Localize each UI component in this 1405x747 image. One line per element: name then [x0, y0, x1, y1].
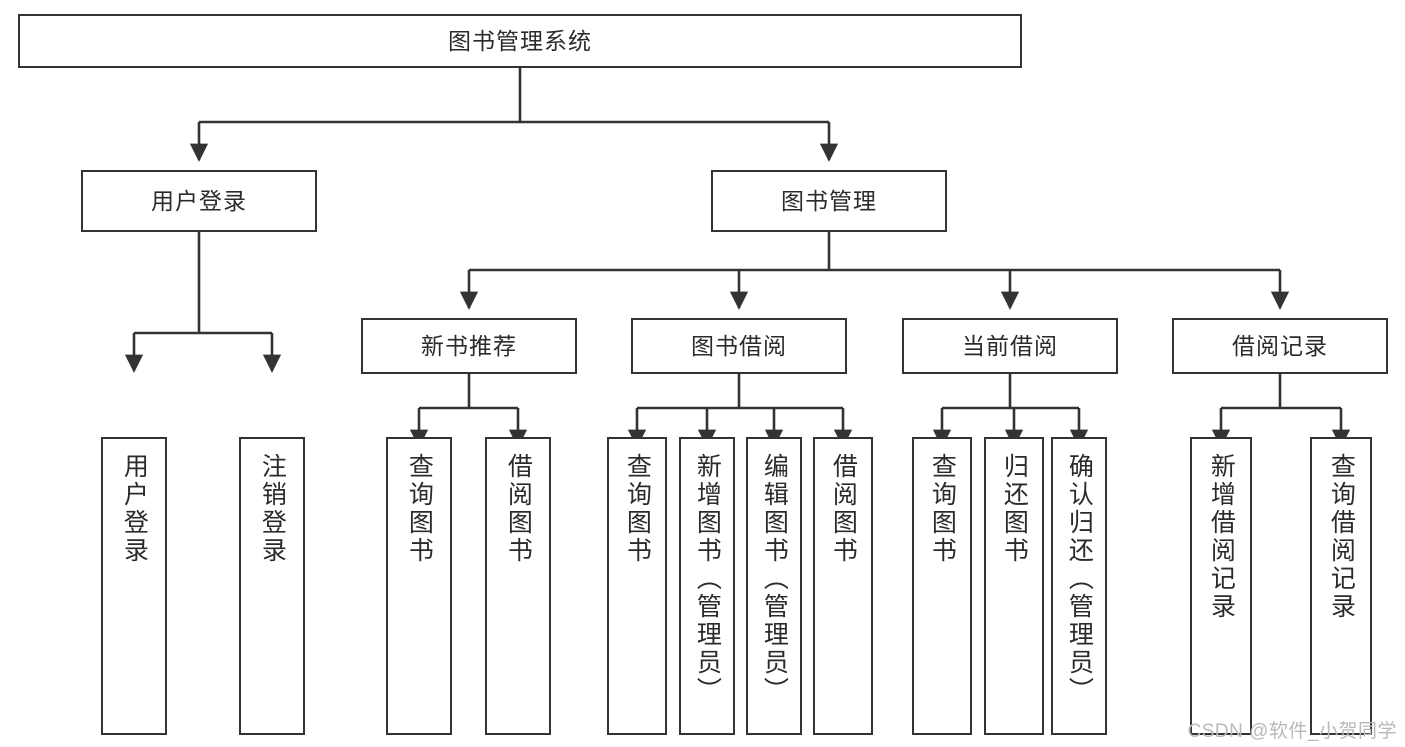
leaf-logout[interactable]: 注销登录	[239, 437, 305, 735]
leaf-confirm-return[interactable]: 确认归还（管理员）	[1051, 437, 1107, 735]
leaf-query-borrow-record-label: 查询借阅记录	[1327, 453, 1356, 621]
edge-group	[124, 68, 1351, 448]
node-book-borrow-label: 图书借阅	[691, 332, 787, 359]
node-root[interactable]: 图书管理系统	[18, 14, 1022, 68]
leaf-user-login[interactable]: 用户登录	[101, 437, 167, 735]
leaf-query-book-1-label: 查询图书	[405, 453, 434, 565]
leaf-query-book-2-label: 查询图书	[623, 453, 652, 565]
node-current-borrow-label: 当前借阅	[962, 332, 1058, 359]
leaf-add-book-label: 新增图书（管理员）	[693, 453, 722, 705]
node-root-label: 图书管理系统	[448, 27, 592, 54]
leaf-borrow-book-2-label: 借阅图书	[829, 453, 858, 565]
leaf-confirm-return-label: 确认归还（管理员）	[1065, 453, 1094, 705]
leaf-query-book-3[interactable]: 查询图书	[912, 437, 972, 735]
node-current-borrow[interactable]: 当前借阅	[902, 318, 1118, 374]
node-user-login-label: 用户登录	[151, 187, 247, 214]
node-borrow-record[interactable]: 借阅记录	[1172, 318, 1388, 374]
node-user-login[interactable]: 用户登录	[81, 170, 317, 232]
leaf-logout-label: 注销登录	[258, 453, 287, 565]
leaf-query-book-3-label: 查询图书	[928, 453, 957, 565]
leaf-return-book[interactable]: 归还图书	[984, 437, 1044, 735]
node-book-management-label: 图书管理	[781, 187, 877, 214]
node-book-borrow[interactable]: 图书借阅	[631, 318, 847, 374]
leaf-borrow-book-2[interactable]: 借阅图书	[813, 437, 873, 735]
leaf-add-borrow-record-label: 新增借阅记录	[1207, 453, 1236, 621]
node-new-book-recommend-label: 新书推荐	[421, 332, 517, 359]
node-new-book-recommend[interactable]: 新书推荐	[361, 318, 577, 374]
leaf-add-book[interactable]: 新增图书（管理员）	[679, 437, 735, 735]
leaf-query-book-2[interactable]: 查询图书	[607, 437, 667, 735]
leaf-edit-book-label: 编辑图书（管理员）	[760, 453, 789, 705]
leaf-borrow-book-1[interactable]: 借阅图书	[485, 437, 551, 735]
leaf-borrow-book-1-label: 借阅图书	[504, 453, 533, 565]
watermark: CSDN @软件_小贺同学	[1187, 721, 1397, 742]
leaf-query-borrow-record[interactable]: 查询借阅记录	[1310, 437, 1372, 735]
node-borrow-record-label: 借阅记录	[1232, 332, 1328, 359]
leaf-return-book-label: 归还图书	[1000, 453, 1029, 565]
leaf-query-book-1[interactable]: 查询图书	[386, 437, 452, 735]
leaf-user-login-label: 用户登录	[120, 453, 149, 565]
leaf-edit-book[interactable]: 编辑图书（管理员）	[746, 437, 802, 735]
node-book-management[interactable]: 图书管理	[711, 170, 947, 232]
leaf-add-borrow-record[interactable]: 新增借阅记录	[1190, 437, 1252, 735]
